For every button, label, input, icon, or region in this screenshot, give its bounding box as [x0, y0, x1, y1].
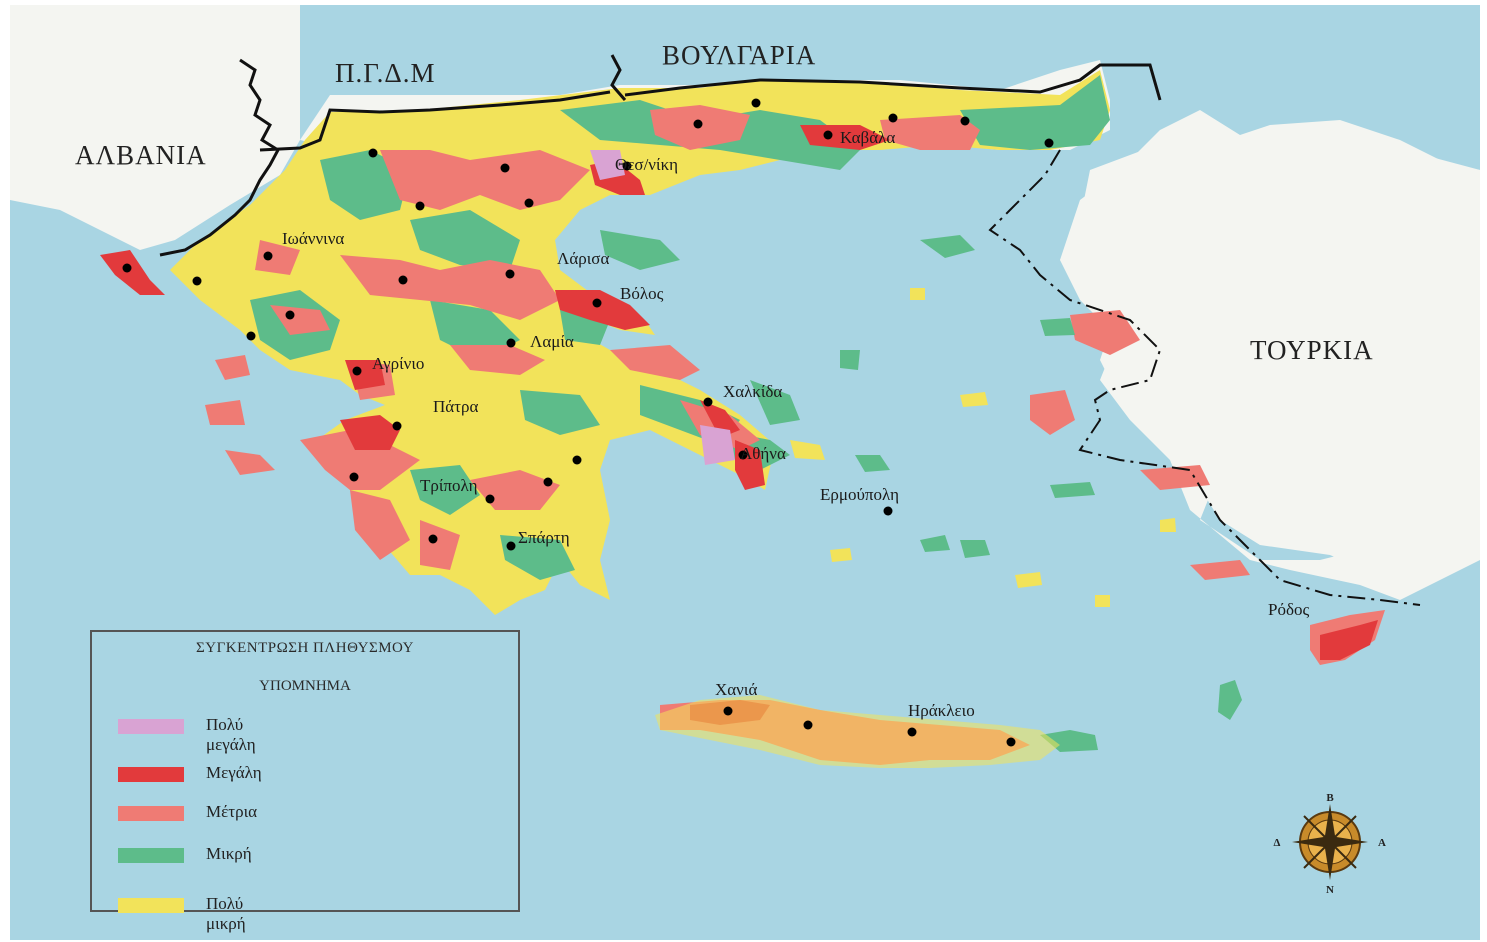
- land-borders: [159, 54, 1162, 257]
- compass-north-label: Β: [1326, 792, 1334, 804]
- compass-diagonals: [1303, 815, 1357, 869]
- legend: ΣΥΓΚΕΝΤΡΩΣΗ ΠΛΗΘΥΣΜΟΥ ΥΠΟΜΝΗΜΑ Πολύ μεγά…: [90, 630, 520, 933]
- label-thessaloniki: Θεσ/νίκη: [615, 155, 679, 174]
- zones-very-large: [590, 150, 735, 465]
- label-kavala: Καβάλα: [840, 128, 896, 147]
- legend-title: ΣΥΓΚΕΝΤΡΩΣΗ ΠΛΗΘΥΣΜΟΥ: [196, 640, 414, 656]
- label-patra: Πάτρα: [433, 397, 479, 416]
- compass-west-label: Δ: [1274, 837, 1281, 849]
- label-sparti: Σπάρτη: [518, 528, 570, 547]
- label-chalkida: Χαλκίδα: [723, 382, 783, 401]
- label-turkey: ΤΟΥΡΚΙΑ: [1250, 335, 1374, 365]
- label-tripoli: Τρίπολη: [420, 476, 478, 495]
- label-fyrom: Π.Γ.Δ.Μ: [335, 58, 436, 88]
- sea-border: [988, 149, 1421, 606]
- label-bulgaria: ΒΟΥΛΓΑΡΙΑ: [662, 40, 817, 70]
- legend-label: Μικρή: [206, 844, 252, 863]
- label-irakleio: Ηράκλειο: [908, 701, 975, 720]
- land-albania: [10, 5, 300, 250]
- label-albania: ΑΛΒΑΝΙΑ: [75, 140, 207, 170]
- label-volos: Βόλος: [620, 284, 664, 303]
- legend-subtitle: ΥΠΟΜΝΗΜΑ: [259, 678, 351, 694]
- label-lamia: Λαμία: [530, 332, 574, 351]
- legend-swatch: [118, 898, 184, 913]
- legend-swatch: [118, 767, 184, 782]
- label-agrinio: Αγρίνιο: [372, 354, 425, 373]
- compass-rose-icon: Β Ν Δ Α: [1274, 792, 1386, 896]
- legend-swatch: [118, 848, 184, 863]
- legend-label: Πολύ μικρή: [206, 894, 246, 933]
- city-dots: [122, 98, 1054, 747]
- label-larisa: Λάρισα: [557, 249, 610, 268]
- label-ioannina: Ιωάννινα: [282, 229, 345, 248]
- label-chania: Χανιά: [715, 680, 758, 699]
- greece-mainland: [170, 70, 1110, 615]
- label-athina: Αθήνα: [740, 444, 786, 463]
- compass-south-label: Ν: [1326, 884, 1334, 896]
- legend-label: Πολύ μεγάλη: [206, 715, 256, 754]
- legend-swatch: [118, 806, 184, 821]
- land-turkey: [1060, 130, 1480, 580]
- compass-east-label: Α: [1378, 837, 1386, 849]
- label-rodos: Ρόδος: [1268, 600, 1310, 619]
- legend-swatch: [118, 719, 184, 734]
- crete-base: [655, 695, 1060, 768]
- label-ermoupoli: Ερμούπολη: [820, 485, 899, 504]
- islands: [790, 235, 1242, 752]
- legend-label: Μέτρια: [206, 802, 258, 821]
- legend-label: Μεγάλη: [206, 763, 262, 782]
